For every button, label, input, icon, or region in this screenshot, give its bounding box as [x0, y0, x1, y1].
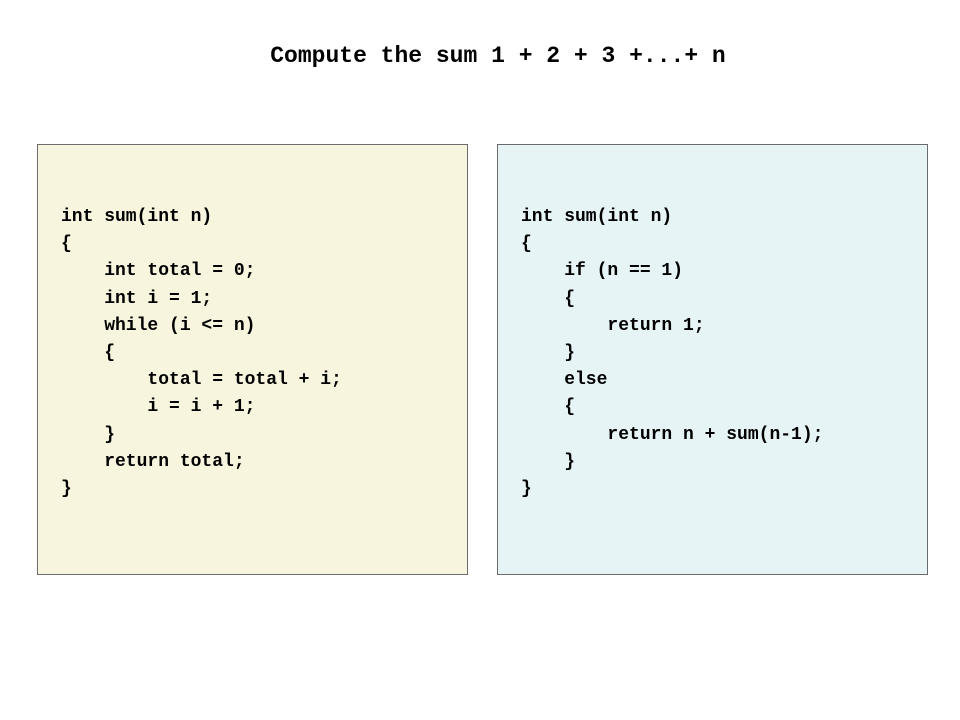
code-line: while (i <= n): [61, 315, 256, 336]
code-line: {: [61, 234, 72, 255]
code-line: }: [521, 478, 532, 499]
code-line: if (n == 1): [521, 261, 684, 282]
code-line: int i = 1;: [61, 288, 213, 309]
code-line: }: [521, 342, 576, 363]
code-line: {: [521, 288, 576, 309]
code-line: }: [521, 451, 576, 472]
code-line: return 1;: [521, 315, 705, 336]
code-line: return total;: [61, 451, 245, 472]
iterative-sum-code: int sum(int n) { int total = 0; int i = 1…: [61, 204, 342, 503]
code-line: int total = 0;: [61, 261, 256, 282]
iterative-sum-code-panel: int sum(int n) { int total = 0; int i = 1…: [37, 144, 468, 575]
code-line: }: [61, 478, 72, 499]
recursive-sum-code: int sum(int n){ if (n == 1) { return 1; …: [521, 204, 823, 503]
code-line: {: [521, 234, 532, 255]
slide-title: Compute the sum 1 + 2 + 3 +...+ n: [270, 43, 726, 69]
code-line: int sum(int n): [521, 207, 673, 227]
code-line: int sum(int n): [61, 207, 213, 227]
code-line: else: [521, 370, 608, 391]
code-line: }: [61, 424, 116, 445]
recursive-sum-code-panel: int sum(int n){ if (n == 1) { return 1; …: [497, 144, 928, 575]
code-line: {: [61, 342, 116, 363]
code-line: return n + sum(n-1);: [521, 424, 824, 445]
code-line: total = total + i;: [61, 370, 342, 391]
code-line: i = i + 1;: [61, 397, 256, 418]
code-line: {: [521, 397, 576, 418]
